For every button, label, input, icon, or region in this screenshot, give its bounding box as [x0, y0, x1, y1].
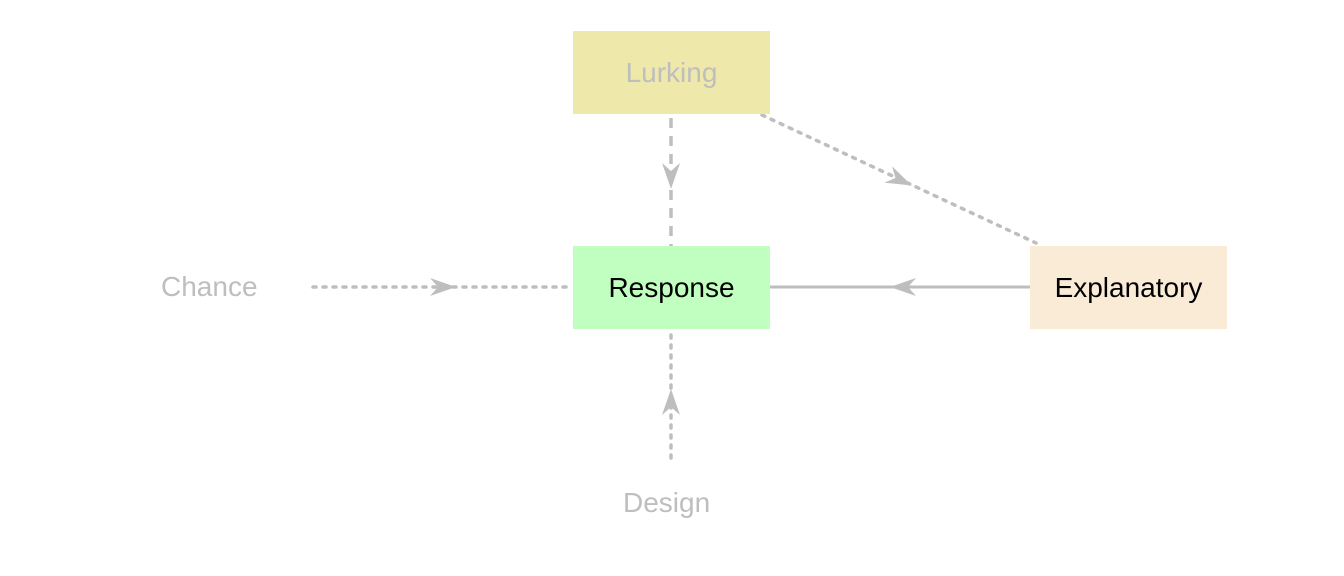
node-chance-label: Chance — [161, 271, 258, 302]
node-response-label: Response — [608, 271, 735, 303]
arrowhead-lurking-to-response — [662, 163, 680, 189]
node-explanatory-label: Explanatory — [1054, 271, 1203, 303]
arrowhead-design-to-response — [662, 389, 680, 415]
arrowhead-lurking-to-explanatory — [884, 166, 912, 186]
node-design: Design — [623, 487, 710, 519]
node-chance: Chance — [161, 271, 258, 303]
arrowhead-explanatory-to-response — [890, 278, 916, 296]
edge-lurking-to-explanatory — [760, 113, 1038, 245]
arrowhead-chance-to-response — [430, 278, 456, 296]
edge-design-to-response — [662, 332, 680, 460]
node-response: Response — [573, 246, 770, 329]
node-lurking-label: Lurking — [625, 56, 718, 88]
node-explanatory: Explanatory — [1030, 246, 1227, 329]
node-lurking: Lurking — [573, 31, 770, 114]
edge-explanatory-to-response — [770, 278, 1030, 296]
edge-chance-to-response — [311, 278, 575, 296]
edge-lurking-to-response — [662, 118, 680, 246]
node-design-label: Design — [623, 487, 711, 518]
edge-layer — [311, 113, 1038, 460]
